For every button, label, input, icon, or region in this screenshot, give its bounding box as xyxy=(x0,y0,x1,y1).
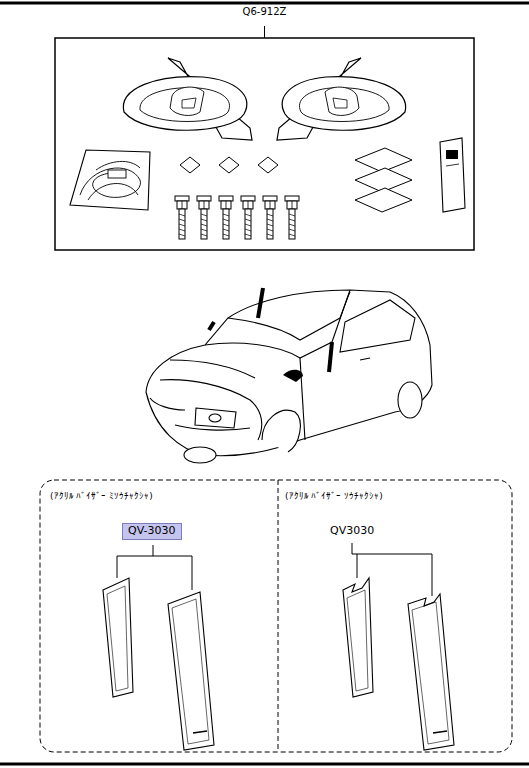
panel-heading: (ｱｸﾘﾙ ﾊﾞｲｻﾞｰ ﾐｿｳﾁｬｸｼｬ) xyxy=(50,491,153,501)
panel-heading: (ｱｸﾘﾙ ﾊﾞｲｻﾞｰ ｿｳﾁｬｸｼｬ) xyxy=(285,491,383,501)
highlighted-part-box: QV-3030 xyxy=(122,523,182,540)
visor-panel: (ｱｸﾘﾙ ﾊﾞｲｻﾞｰ ﾐｿｳﾁｬｸｼｬ) QV-3030 xyxy=(40,480,278,752)
visor-panel: (ｱｸﾘﾙ ﾊﾞｲｻﾞｰ ｿｳﾁｬｸｼｬ) QV3030 xyxy=(278,480,512,752)
part-number: Q6-912Z xyxy=(55,6,474,18)
part-number: QV-3030 xyxy=(128,525,176,538)
part-number: QV3030 xyxy=(330,525,374,538)
kit-box: Q6-912Z xyxy=(55,38,474,250)
